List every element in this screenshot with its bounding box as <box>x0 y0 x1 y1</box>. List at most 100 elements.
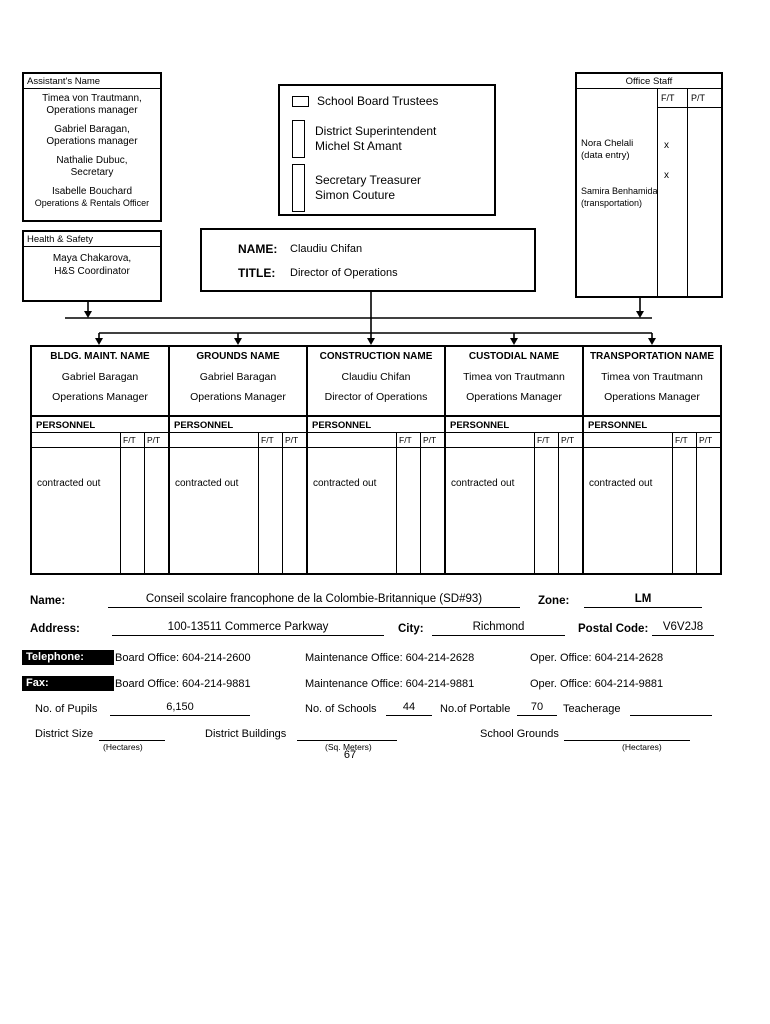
dept-pt-header: P/T <box>558 433 582 447</box>
assistant-title: Secretary <box>70 167 114 178</box>
fax-maintenance-office[interactable]: Maintenance Office: 604-214-9881 <box>305 678 475 690</box>
telephone-oper-office[interactable]: Oper. Office: 604-214-2628 <box>530 652 664 664</box>
dept-role[interactable]: Operations Manager <box>604 391 700 403</box>
dept-ft-header: F/T <box>258 433 282 447</box>
dept-column-transportation: TRANSPORTATION NAME Timea von Trautmann … <box>584 347 720 573</box>
director-name-label: NAME: <box>238 242 278 256</box>
office-staff-ft-mark[interactable]: x <box>664 140 669 151</box>
district-buildings-label: District Buildings <box>205 728 287 740</box>
school-board-box: School Board Trustees District Superinte… <box>278 84 496 216</box>
dept-body-text[interactable]: contracted out <box>37 478 101 489</box>
dept-ftpt-row: F/T P/T <box>446 433 582 448</box>
health-safety-name: Maya Chakarova, <box>52 253 132 264</box>
dept-person[interactable]: Timea von Trautmann <box>463 371 565 383</box>
health-safety-box: Health & Safety Maya Chakarova, H&S Coor… <box>22 230 162 302</box>
district-name-field[interactable]: Conseil scolaire francophone de la Colom… <box>108 593 520 608</box>
dept-ft-cell[interactable] <box>672 448 696 573</box>
dept-ft-cell[interactable] <box>534 448 558 573</box>
dept-body-text[interactable]: contracted out <box>313 478 377 489</box>
dept-role[interactable]: Director of Operations <box>324 391 428 403</box>
fax-oper-office[interactable]: Oper. Office: 604-214-9881 <box>530 678 664 690</box>
dept-person[interactable]: Timea von Trautmann <box>601 371 703 383</box>
teacherage-field[interactable] <box>630 701 712 716</box>
treasurer-checkbox[interactable] <box>292 163 305 212</box>
district-name-label: Name: <box>30 595 66 607</box>
dept-header-label: BLDG. MAINT. NAME <box>50 351 150 362</box>
dept-ft-cell[interactable] <box>258 448 282 573</box>
dept-ftpt-row: F/T P/T <box>170 433 306 448</box>
dept-pt-cell[interactable] <box>282 448 306 573</box>
office-staff-ft-mark[interactable]: x <box>664 170 669 181</box>
dept-role[interactable]: Operations Manager <box>52 391 148 403</box>
dept-pt-cell[interactable] <box>144 448 168 573</box>
superintendent-checkbox[interactable] <box>292 119 305 158</box>
dept-role[interactable]: Operations Manager <box>466 391 562 403</box>
director-title-value[interactable]: Director of Operations <box>290 267 398 279</box>
dept-ft-header: F/T <box>396 433 420 447</box>
city-field[interactable]: Richmond <box>432 621 565 636</box>
assistant-entry: Gabriel Baragan, Operations manager <box>24 124 160 148</box>
office-staff-row: Samira Benhamida (transportation) <box>581 186 658 209</box>
district-buildings-field[interactable] <box>297 726 397 741</box>
director-name-value[interactable]: Claudiu Chifan <box>290 243 363 255</box>
dept-personnel-label: PERSONNEL <box>308 417 444 433</box>
departments-table: BLDG. MAINT. NAME Gabriel Baragan Operat… <box>30 345 722 575</box>
page-number: 67 <box>343 749 357 761</box>
postal-code-field[interactable]: V6V2J8 <box>652 621 714 636</box>
dept-ftpt-row: F/T P/T <box>32 433 168 448</box>
dept-ftpt-row: F/T P/T <box>584 433 720 448</box>
district-size-field[interactable] <box>99 726 165 741</box>
trustees-checkbox[interactable] <box>292 96 309 107</box>
zone-field[interactable]: LM <box>584 593 702 608</box>
portable-label: No.of Portable <box>440 703 511 715</box>
dept-pt-cell[interactable] <box>420 448 444 573</box>
office-staff-box: Office Staff F/T P/T Nora Chelali (data … <box>575 72 723 298</box>
dept-ft-header: F/T <box>120 433 144 447</box>
dept-body-text[interactable]: contracted out <box>589 478 653 489</box>
telephone-maintenance-office[interactable]: Maintenance Office: 604-214-2628 <box>305 652 475 664</box>
office-pt-header: P/T <box>691 93 706 103</box>
dept-ft-cell[interactable] <box>396 448 420 573</box>
dept-role[interactable]: Operations Manager <box>190 391 286 403</box>
assistant-name: Isabelle Bouchard <box>51 186 133 197</box>
district-buildings-unit: (Sq. Meters) <box>325 742 372 752</box>
dept-pt-cell[interactable] <box>696 448 720 573</box>
dept-person[interactable]: Claudiu Chifan <box>341 371 411 383</box>
school-grounds-unit: (Hectares) <box>622 742 662 752</box>
dept-person[interactable]: Gabriel Baragan <box>199 371 277 383</box>
dept-body-text[interactable]: contracted out <box>175 478 239 489</box>
dept-body-text[interactable]: contracted out <box>451 478 515 489</box>
dept-pt-cell[interactable] <box>558 448 582 573</box>
schools-field[interactable]: 44 <box>386 701 432 716</box>
telephone-board-office[interactable]: Board Office: 604-214-2600 <box>115 652 251 664</box>
portable-field[interactable]: 70 <box>517 701 557 716</box>
dept-column-construction: CONSTRUCTION NAME Claudiu Chifan Directo… <box>308 347 446 573</box>
dept-person[interactable]: Gabriel Baragan <box>61 371 139 383</box>
dept-column-grounds: GROUNDS NAME Gabriel Baragan Operations … <box>170 347 308 573</box>
dept-head: CUSTODIAL NAME Timea von Trautmann Opera… <box>446 347 582 417</box>
treasurer-text: Secretary Treasurer Simon Couture <box>315 164 421 212</box>
dept-header-label: GROUNDS NAME <box>196 351 280 362</box>
dept-header-label: CUSTODIAL NAME <box>468 351 560 362</box>
office-pt-column-divider <box>687 89 688 296</box>
assistants-list: Timea von Trautmann, Operations manager … <box>24 89 160 209</box>
school-grounds-field[interactable] <box>564 726 690 741</box>
dept-head: GROUNDS NAME Gabriel Baragan Operations … <box>170 347 306 417</box>
assistant-title: Operations manager <box>46 136 138 147</box>
telephone-label: Telephone: <box>22 650 114 665</box>
address-field[interactable]: 100-13511 Commerce Parkway <box>112 621 384 636</box>
director-title-row: TITLE: Director of Operations <box>238 266 534 280</box>
dept-head: TRANSPORTATION NAME Timea von Trautmann … <box>584 347 720 417</box>
schools-label: No. of Schools <box>305 703 377 715</box>
dept-pt-header: P/T <box>420 433 444 447</box>
fax-board-office[interactable]: Board Office: 604-214-9881 <box>115 678 251 690</box>
dept-ft-cell[interactable] <box>120 448 144 573</box>
superintendent-text: District Superintendent Michel St Amant <box>315 120 436 158</box>
superintendent-name: Michel St Amant <box>315 139 402 154</box>
treasurer-title: Secretary Treasurer <box>315 172 422 187</box>
pupils-field[interactable]: 6,150 <box>110 701 250 716</box>
dept-pt-header: P/T <box>696 433 720 447</box>
treasurer-name: Simon Couture <box>315 188 396 203</box>
zone-label: Zone: <box>538 595 570 607</box>
